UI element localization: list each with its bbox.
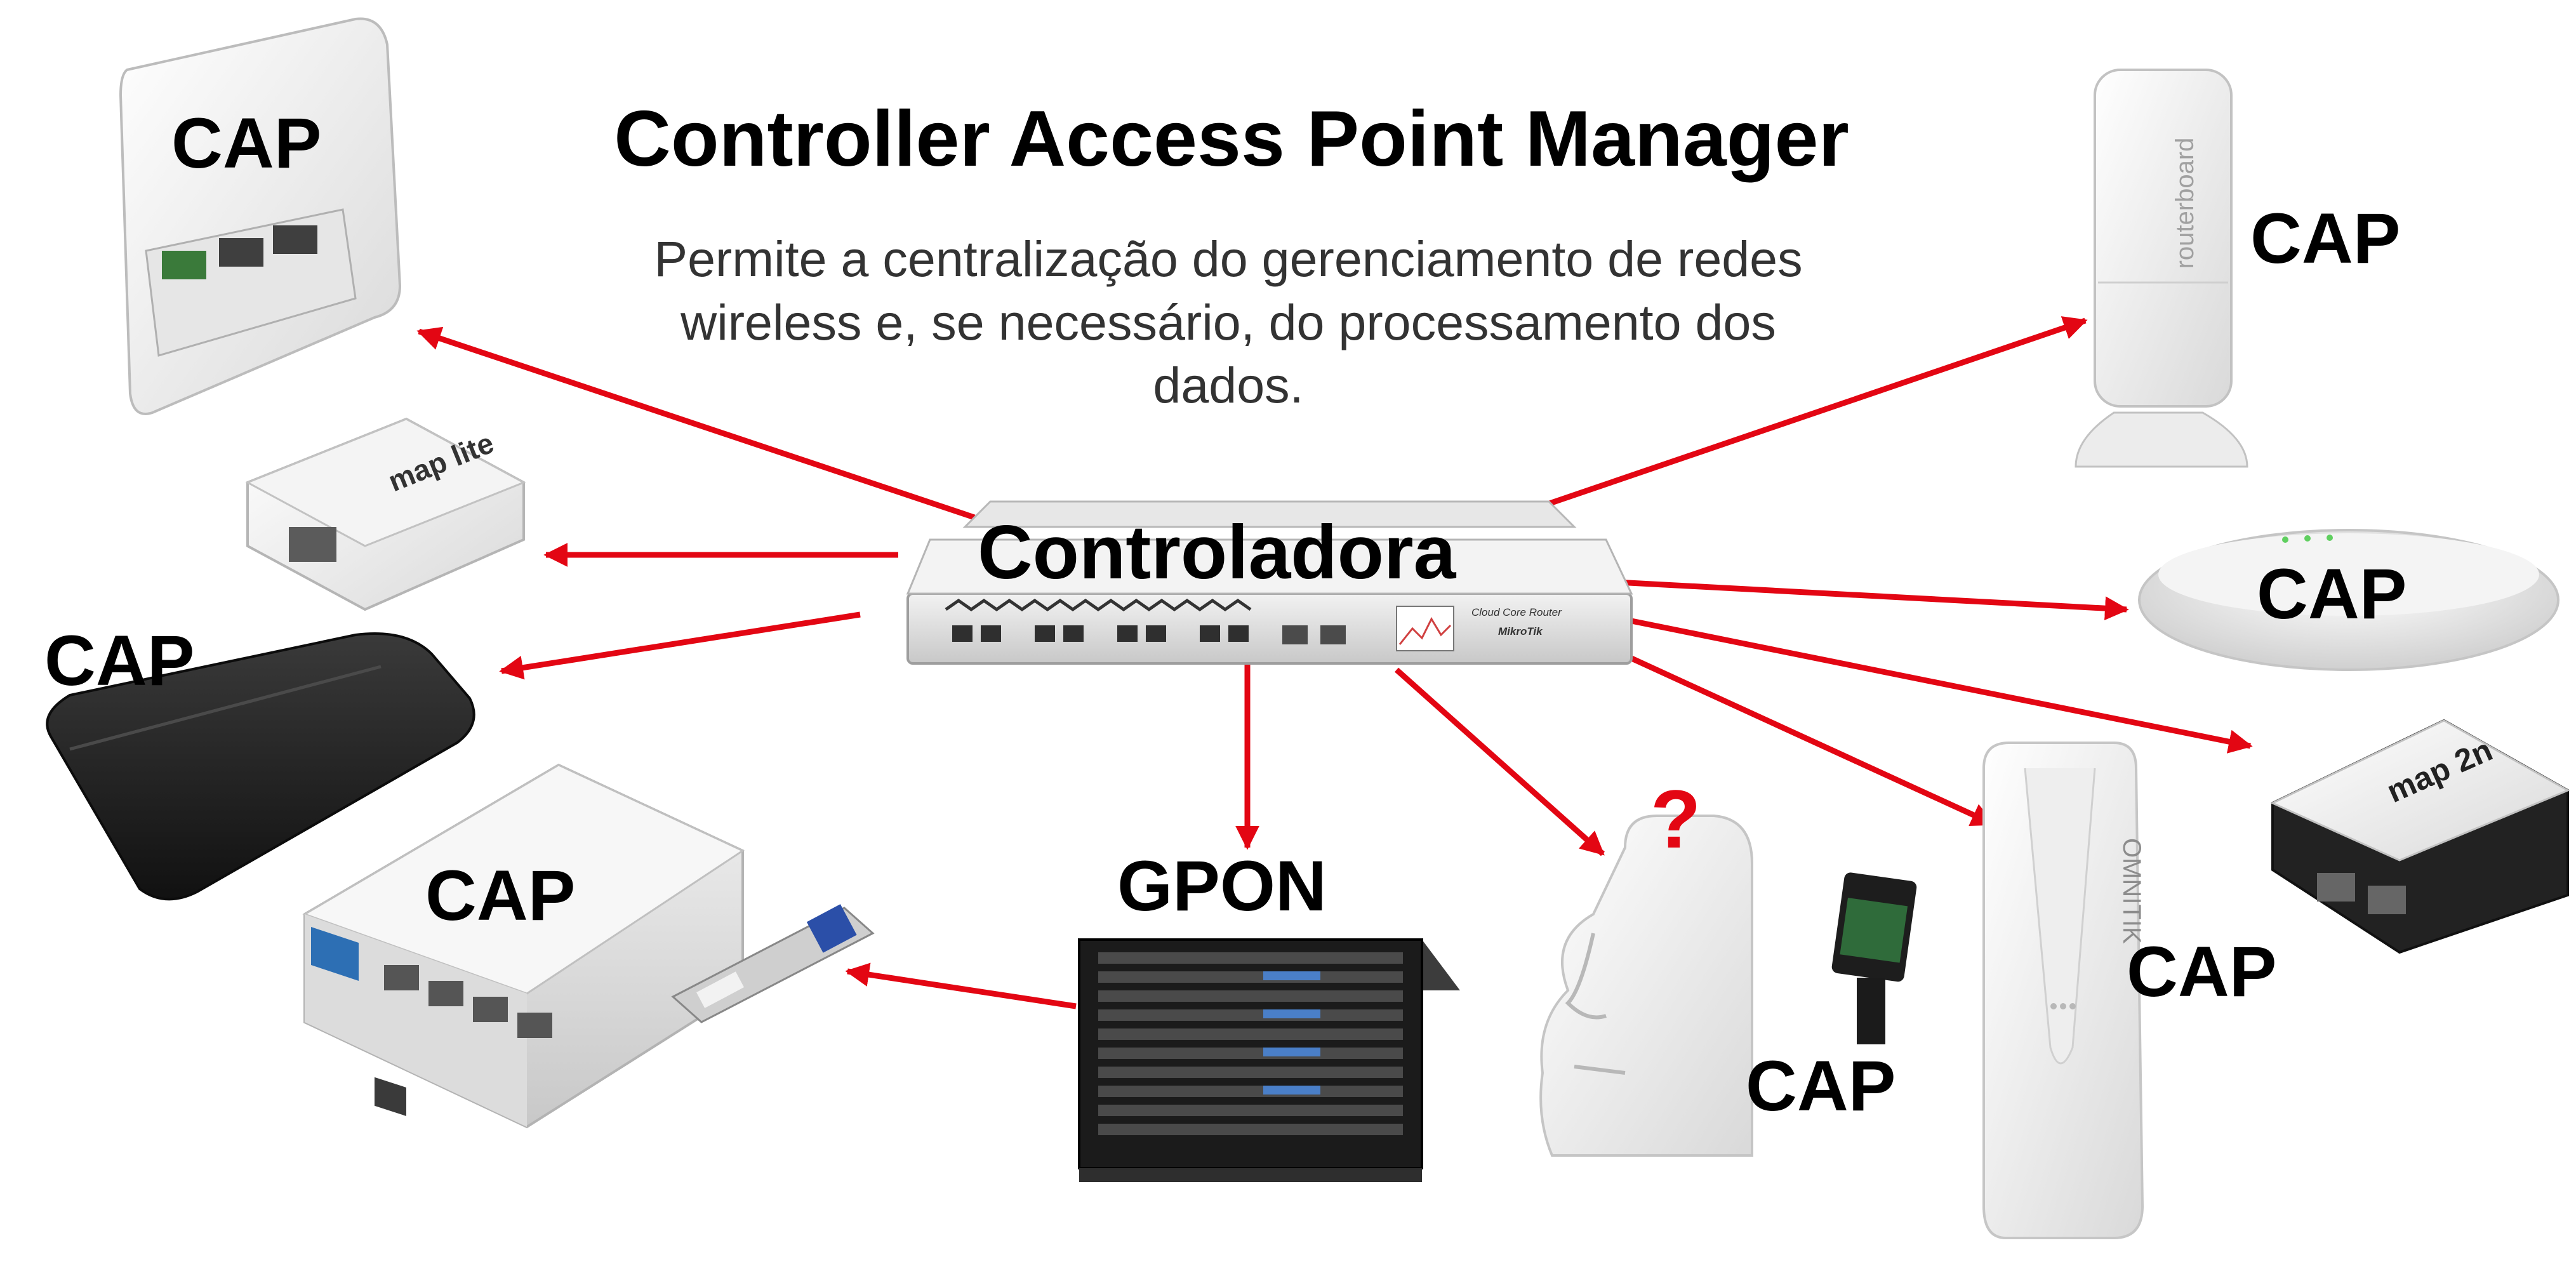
arrow-to-omnitik <box>1621 651 1996 827</box>
diagram-subtitle: Permite a centralização do gerenciamento… <box>654 230 1803 414</box>
hap-ac-device <box>302 763 745 1129</box>
arrow-to-moai <box>1395 667 1605 856</box>
question-mark: ? <box>1650 773 1701 865</box>
cap-label-wap: CAP <box>2250 199 2401 278</box>
cap-label-mikrotik-board: CAP <box>1746 1046 1896 1126</box>
map-lite-device: map lite <box>245 417 526 611</box>
cap-label-cap-ceiling: CAP <box>2257 554 2407 634</box>
cap-label-wap-ac: CAP <box>44 621 195 700</box>
wap-device: routerboard <box>2075 69 2248 468</box>
wap-ac-device <box>46 632 475 901</box>
cap-ceiling-device <box>2138 529 2559 671</box>
omnitik-text: OMNITIK <box>2118 838 2146 944</box>
controller-device: Cloud Core Router MikroTik <box>906 500 1633 665</box>
arrow-gpon-to-sfp <box>845 962 1077 1009</box>
diagram-title: Controller Access Point Manager <box>614 95 1849 183</box>
sfp-module <box>671 904 875 1023</box>
cap-label-omnitik: CAP <box>2127 932 2277 1011</box>
controller-brand-text: MikroTik <box>1498 625 1543 637</box>
controller-device-text: Cloud Core Router <box>1471 606 1562 618</box>
arrow-to-wap-ac <box>499 611 861 680</box>
cap-label-wall-ap: CAP <box>171 103 322 183</box>
arrow-to-map-2n <box>1621 616 2253 754</box>
omnitik-device: OMNITIK <box>1982 742 2146 1239</box>
moai-device <box>1539 815 1753 1157</box>
wall-ap-device <box>119 17 402 415</box>
gpon-label: GPON <box>1117 846 1327 926</box>
wap-text: routerboard <box>2171 138 2199 269</box>
controller-label: Controladora <box>978 510 1456 595</box>
arrow-to-wall-ap <box>416 326 976 521</box>
arrows <box>416 316 2253 1009</box>
arrow-to-cap-ceiling <box>1593 578 2129 621</box>
gpon-chassis <box>1078 938 1460 1182</box>
mikrotik-board-device <box>1831 872 1917 1044</box>
cap-label-hap-ac: CAP <box>425 856 576 935</box>
arrow-to-wap <box>1544 316 2088 508</box>
map-2n-device: map 2n <box>2270 719 2570 954</box>
